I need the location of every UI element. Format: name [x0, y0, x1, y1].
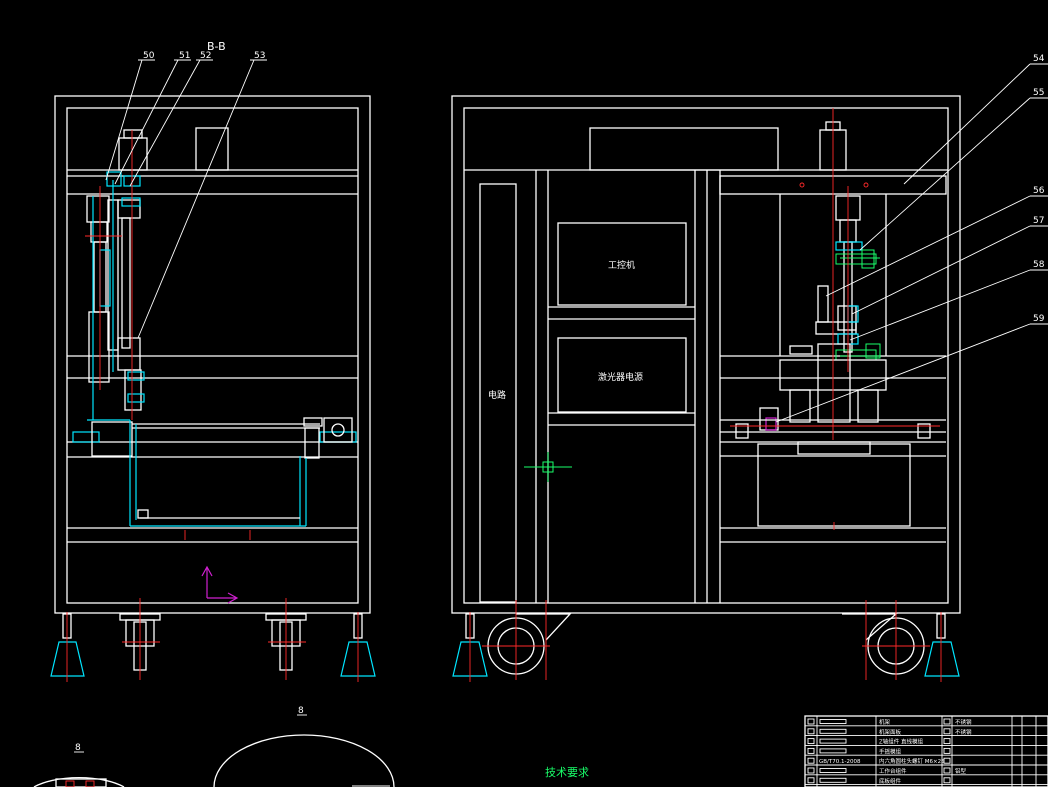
bottom-details: 8 8 技术要求	[33, 706, 589, 787]
left-foot-left	[50, 612, 85, 682]
title-block-row: 手摇模组	[805, 747, 1048, 756]
title-block-name: 底板组件	[879, 777, 902, 785]
title-block-checkbox	[807, 728, 815, 735]
left-frame-outer	[54, 95, 371, 614]
title-block-checkbox	[807, 757, 815, 764]
left-foot-right	[340, 612, 376, 682]
title-block-checkbox	[943, 728, 951, 735]
circuit-panel	[479, 183, 517, 603]
detail-mark-left: 8	[75, 743, 81, 753]
callout-54: 54	[1033, 54, 1045, 64]
title-block-checkbox	[807, 767, 815, 774]
title-block-row: 工作台组件 铝型	[805, 767, 1048, 776]
title-block-name: 机架面板	[879, 728, 902, 736]
left-caster-2	[265, 598, 307, 680]
callout-50: 50	[143, 51, 155, 61]
cylinder-upper	[835, 249, 880, 269]
left-view: B-B 50 51 52 53	[50, 40, 376, 682]
left-caster-1	[119, 598, 161, 680]
right-top-box	[589, 127, 779, 171]
callout-57: 57	[1033, 216, 1044, 226]
title-block-checkbox	[943, 777, 951, 784]
section-label: B-B	[207, 40, 226, 53]
title-block-row: GB/T70.1-2008 内六角圆柱头螺钉 M6×25	[805, 757, 1048, 766]
title-block-material: 铝型	[955, 767, 967, 775]
callout-52: 52	[200, 51, 211, 61]
detail-arc-center	[213, 734, 395, 787]
callout-59: 59	[1033, 314, 1045, 324]
ipc-label: 工控机	[608, 259, 635, 271]
ipc-box	[557, 222, 687, 306]
ucs-icon	[201, 565, 239, 604]
title-block-checkbox	[807, 718, 815, 725]
right-foot-left	[452, 612, 488, 682]
right-frame-outer	[451, 95, 961, 614]
title-block-checkbox	[807, 747, 815, 754]
right-foot-right	[924, 612, 960, 682]
title-block-row: 机架 不锈钢	[805, 718, 1048, 727]
left-leaders	[105, 59, 267, 339]
title-block-material: 不锈钢	[955, 718, 972, 726]
title-block-row: 底板组件	[805, 777, 1048, 786]
right-caster-right	[842, 600, 930, 680]
callout-53: 53	[254, 51, 265, 61]
callout-51: 51	[179, 51, 190, 61]
title-block-name: 机架	[879, 718, 891, 726]
title-block-row: 机架面板 不锈钢	[805, 728, 1048, 737]
title-block-material: 不锈钢	[955, 728, 972, 736]
right-view: 工控机 激光器电源 电路	[451, 54, 1048, 682]
title-block-row: Z轴组件 直线模组	[805, 738, 1048, 746]
title-block-code: GB/T70.1-2008	[819, 759, 861, 765]
title-block-name: 工作台组件	[879, 767, 907, 775]
right-caster-left	[482, 600, 572, 680]
detail-arc-left	[33, 776, 125, 787]
detail-mark-center: 8	[298, 706, 304, 716]
title-block-checkbox	[943, 747, 951, 754]
right-leaders	[775, 63, 1048, 423]
title-block-checkbox	[943, 767, 951, 774]
title-block-checkbox	[807, 777, 815, 784]
title-block-checkbox	[943, 738, 951, 745]
left-top-box	[195, 127, 229, 171]
circuit-label: 电路	[488, 389, 506, 401]
title-block-name: 手摇模组	[879, 747, 902, 755]
callout-56: 56	[1033, 186, 1045, 196]
laser-power-label: 激光器电源	[598, 371, 643, 383]
callout-55: 55	[1033, 88, 1044, 98]
left-top-motor	[118, 137, 148, 171]
title-block-checkbox	[807, 738, 815, 745]
title-block-name: Z轴组件 直线模组	[879, 738, 924, 746]
crosshair-marker	[524, 452, 572, 482]
cylinder-lower	[835, 343, 881, 361]
laser-power-box	[557, 337, 687, 413]
title-block-checkbox	[943, 718, 951, 725]
left-axis-motor	[86, 195, 110, 223]
callout-58: 58	[1033, 260, 1045, 270]
tech-requirements-title: 技术要求	[545, 766, 589, 779]
title-block-checkbox	[943, 757, 951, 764]
title-block-name: 内六角圆柱头螺钉 M6×25	[879, 757, 945, 765]
